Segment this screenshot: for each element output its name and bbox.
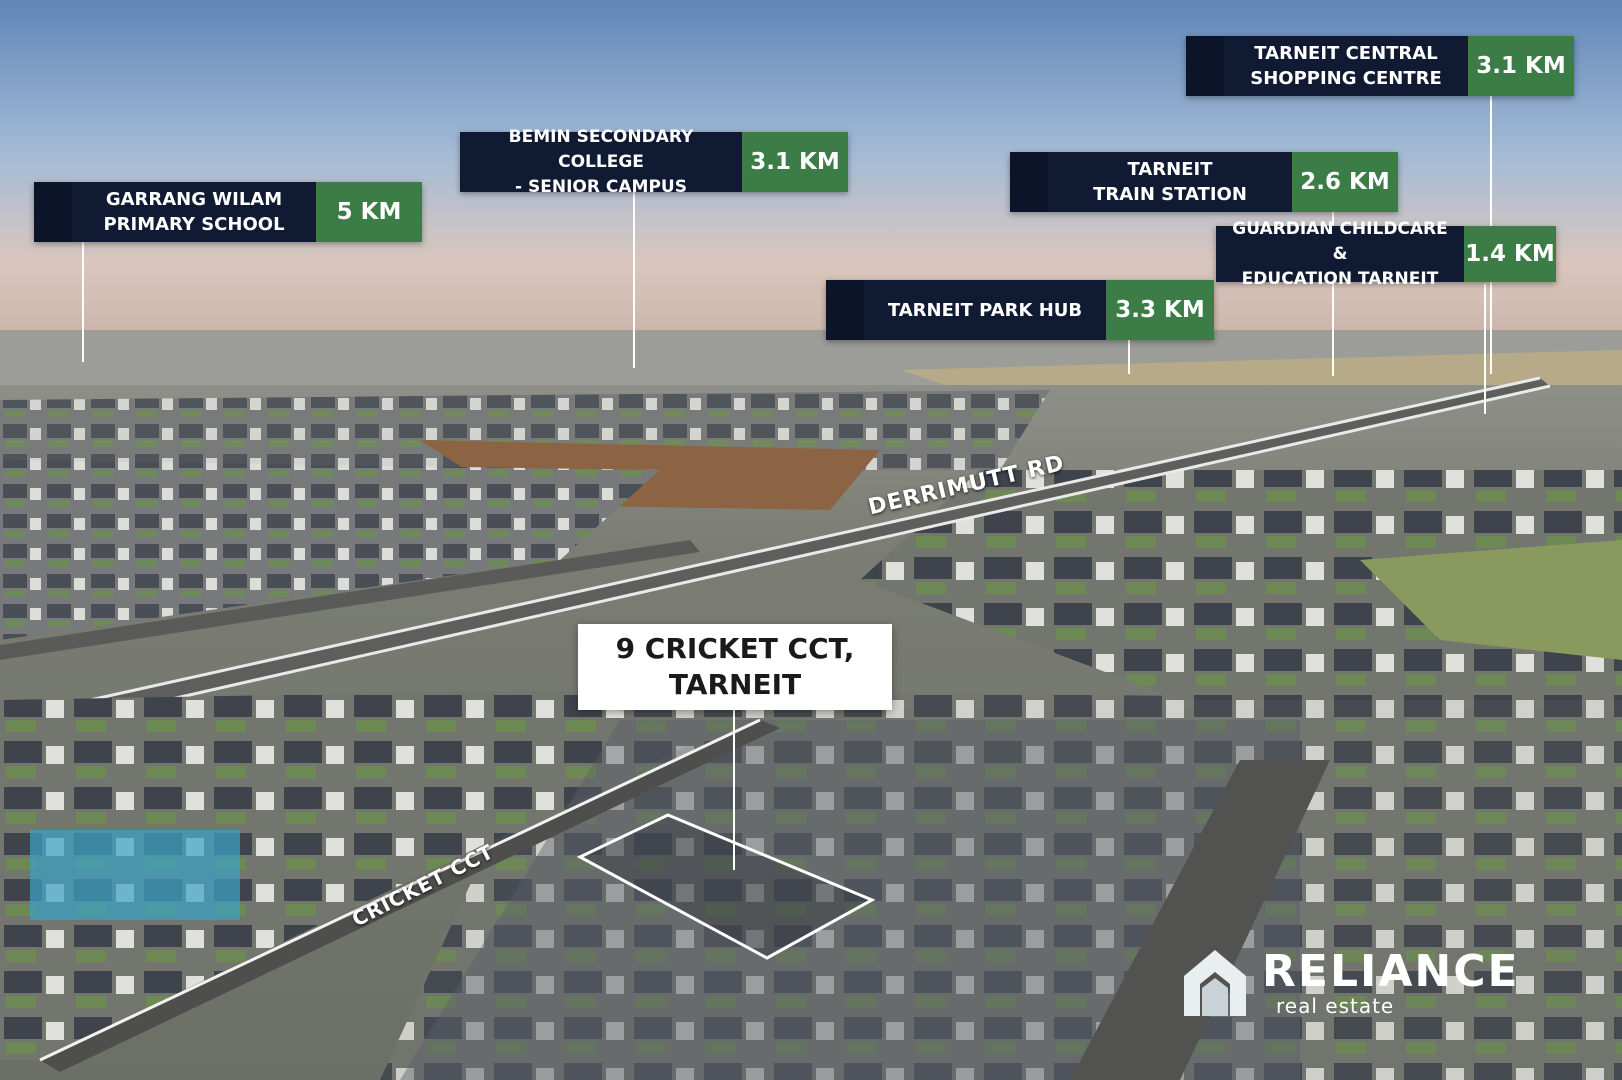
- house-logo-icon: [1184, 950, 1246, 1016]
- address-line-1: 9 CRICKET CCT,: [615, 632, 855, 665]
- amenity-distance: 3.3 KM: [1106, 280, 1214, 340]
- label-accent: [34, 182, 72, 242]
- leader-line-college: [633, 192, 635, 368]
- amenity-label-park: TARNEIT PARK HUB 3.3 KM: [826, 280, 1214, 340]
- property-address-label: 9 CRICKET CCT, TARNEIT: [578, 624, 892, 710]
- address-line-2: TARNEIT: [668, 668, 802, 701]
- label-accent: [1010, 152, 1048, 212]
- amenity-label-college: BEMIN SECONDARY COLLEGE- SENIOR CAMPUS 3…: [460, 127, 848, 197]
- amenity-name: GUARDIAN CHILDCARE &EDUCATION TARNEIT: [1216, 219, 1464, 289]
- amenity-name: TARNEIT PARK HUB: [864, 280, 1106, 340]
- amenity-distance: 3.1 KM: [1468, 36, 1574, 96]
- label-accent: [826, 280, 864, 340]
- leader-line-park: [1128, 340, 1130, 374]
- amenity-distance: 2.6 KM: [1292, 152, 1398, 212]
- leader-line-childcare: [1484, 284, 1486, 414]
- amenity-distance: 3.1 KM: [742, 132, 848, 192]
- amenity-distance: 1.4 KM: [1464, 226, 1556, 282]
- logo-brand: RELIANCE: [1262, 946, 1520, 997]
- leader-line-school: [82, 240, 84, 362]
- amenity-distance: 5 KM: [316, 182, 422, 242]
- logo-tagline: real estate: [1276, 994, 1395, 1018]
- amenity-label-childcare: GUARDIAN CHILDCARE &EDUCATION TARNEIT 1.…: [1216, 219, 1556, 289]
- label-accent: [1186, 36, 1224, 96]
- reliance-logo: RELIANCE real estate: [1180, 944, 1570, 1024]
- leader-line-train: [1332, 212, 1334, 376]
- amenity-name: BEMIN SECONDARY COLLEGE- SENIOR CAMPUS: [460, 127, 742, 197]
- leader-line-address: [733, 710, 735, 870]
